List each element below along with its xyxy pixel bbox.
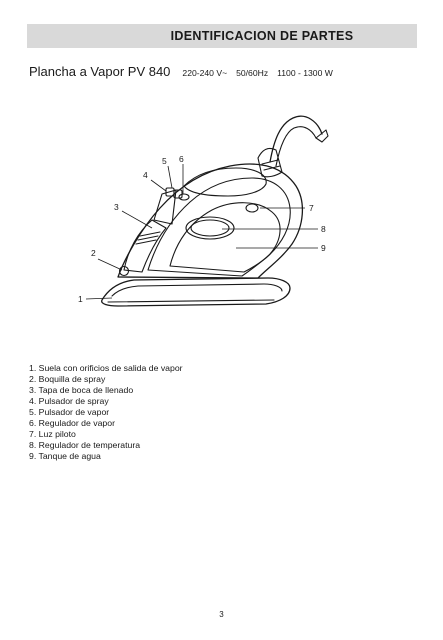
cord-plug-end <box>315 129 329 143</box>
callout-6: 6 <box>179 154 184 164</box>
parts-list-item: 4. Pulsador de spray <box>29 396 109 406</box>
parts-list: 1. Suela con orificios de salida de vapo… <box>29 363 183 462</box>
parts-list-item: 7. Luz piloto <box>29 429 76 439</box>
leader-3 <box>121 210 153 229</box>
iron-shell <box>147 177 291 277</box>
leader-1 <box>85 297 113 300</box>
parts-list-item: 3. Tapa de boca de llenado <box>29 385 134 395</box>
power-cord <box>269 115 323 163</box>
product-name: Plancha a Vapor PV 840 <box>29 64 171 79</box>
leader-2 <box>97 258 123 271</box>
callout-1: 1 <box>78 294 83 304</box>
steam-regulator <box>178 193 190 201</box>
pilot-light <box>245 203 259 213</box>
section-title: IDENTIFICACION DE PARTES <box>170 29 354 43</box>
section-header: IDENTIFICACION DE PARTES <box>27 24 417 48</box>
parts-list-item: 8. Regulador de temperatura <box>29 440 141 450</box>
temperature-dial <box>185 216 235 240</box>
callout-4: 4 <box>143 170 148 180</box>
power-spec: 1100 - 1300 W <box>277 68 333 78</box>
leader-4 <box>150 179 167 192</box>
callout-3: 3 <box>114 202 119 212</box>
callout-7: 7 <box>309 203 314 213</box>
callout-2: 2 <box>91 248 96 258</box>
parts-list-item: 6. Regulador de vapor <box>29 418 115 428</box>
iron-body <box>117 163 304 279</box>
fill-door <box>123 219 167 273</box>
spray-nozzle <box>118 265 130 277</box>
parts-list-item: 9. Tanque de agua <box>29 451 101 461</box>
handle-opening <box>183 167 267 197</box>
callout-9: 9 <box>321 243 326 253</box>
water-tank <box>169 202 281 273</box>
product-line: Plancha a Vapor PV 840 220-240 V~ 50/60H… <box>29 64 333 79</box>
callout-8: 8 <box>321 224 326 234</box>
parts-list-item: 5. Pulsador de vapor <box>29 407 110 417</box>
soleplate <box>101 277 291 307</box>
frequency-spec: 50/60Hz <box>236 68 269 78</box>
page-number: 3 <box>219 610 224 619</box>
parts-list-item: 1. Suela con orificios de salida de vapo… <box>29 363 183 373</box>
leader-5 <box>167 165 173 189</box>
parts-list-item: 2. Boquilla de spray <box>29 374 106 384</box>
power-cord-inner <box>275 126 317 167</box>
callout-5: 5 <box>162 156 167 166</box>
voltage-spec: 220-240 V~ <box>182 68 228 78</box>
